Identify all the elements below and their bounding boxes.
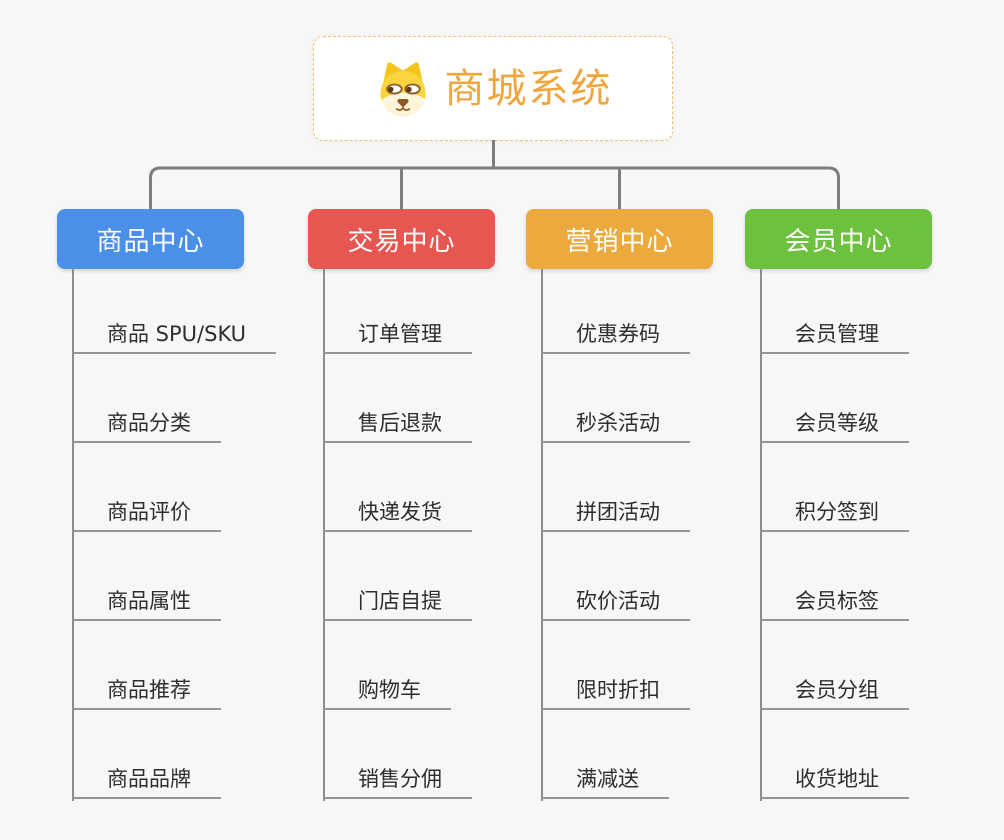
connector-lines <box>149 140 840 209</box>
branch-trunk-line <box>760 269 762 801</box>
topic-node[interactable]: 订单管理 <box>323 314 472 354</box>
dog-face-icon <box>379 61 426 116</box>
topic-node[interactable]: 商品推荐 <box>72 670 221 710</box>
branch-trunk-line <box>541 269 543 801</box>
branch-trunk-line <box>323 269 325 801</box>
topic-node[interactable]: 商品属性 <box>72 581 221 621</box>
topic-node[interactable]: 秒杀活动 <box>541 403 690 443</box>
topic-node[interactable]: 会员等级 <box>760 403 909 443</box>
topic-node[interactable]: 拼团活动 <box>541 492 690 532</box>
topic-node[interactable]: 砍价活动 <box>541 581 690 621</box>
branch-trunk-line <box>72 269 74 801</box>
topic-node[interactable]: 商品分类 <box>72 403 221 443</box>
branch-bus-line <box>149 166 840 209</box>
branch-marketing-center: 营销中心 优惠券码 秒杀活动 拼团活动 砍价活动 限时折扣 满减送 <box>526 209 806 809</box>
topic-node[interactable]: 会员分组 <box>760 670 909 710</box>
branch-header-marketing-center[interactable]: 营销中心 <box>526 209 713 269</box>
topic-node[interactable]: 商品评价 <box>72 492 221 532</box>
topic-node[interactable]: 商品品牌 <box>72 759 221 799</box>
topic-node[interactable]: 门店自提 <box>323 581 472 621</box>
topic-node[interactable]: 售后退款 <box>323 403 472 443</box>
topic-node[interactable]: 商品 SPU/SKU <box>72 314 277 354</box>
branch-member-center: 会员中心 会员管理 会员等级 积分签到 会员标签 会员分组 收货地址 <box>745 209 1004 809</box>
topic-node[interactable]: 快递发货 <box>323 492 472 532</box>
topic-node[interactable]: 满减送 <box>541 759 669 799</box>
topic-node[interactable]: 收货地址 <box>760 759 909 799</box>
branch-product-center: 商品中心 商品 SPU/SKU 商品分类 商品评价 商品属性 商品推荐 商品品牌 <box>57 209 337 809</box>
topic-node[interactable]: 积分签到 <box>760 492 909 532</box>
topic-node[interactable]: 会员标签 <box>760 581 909 621</box>
branch-header-product-center[interactable]: 商品中心 <box>57 209 244 269</box>
root-title: 商城系统 <box>444 65 613 112</box>
topic-node[interactable]: 限时折扣 <box>541 670 690 710</box>
topic-node[interactable]: 会员管理 <box>760 314 909 354</box>
root-node[interactable]: 商城系统 <box>313 36 673 141</box>
branch-header-member-center[interactable]: 会员中心 <box>745 209 932 269</box>
topic-node[interactable]: 购物车 <box>323 670 451 710</box>
topic-node[interactable]: 销售分佣 <box>323 759 472 799</box>
topic-node[interactable]: 优惠券码 <box>541 314 690 354</box>
branch-header-trade-center[interactable]: 交易中心 <box>308 209 495 269</box>
branch-trade-center: 交易中心 订单管理 售后退款 快递发货 门店自提 购物车 销售分佣 <box>308 209 588 809</box>
